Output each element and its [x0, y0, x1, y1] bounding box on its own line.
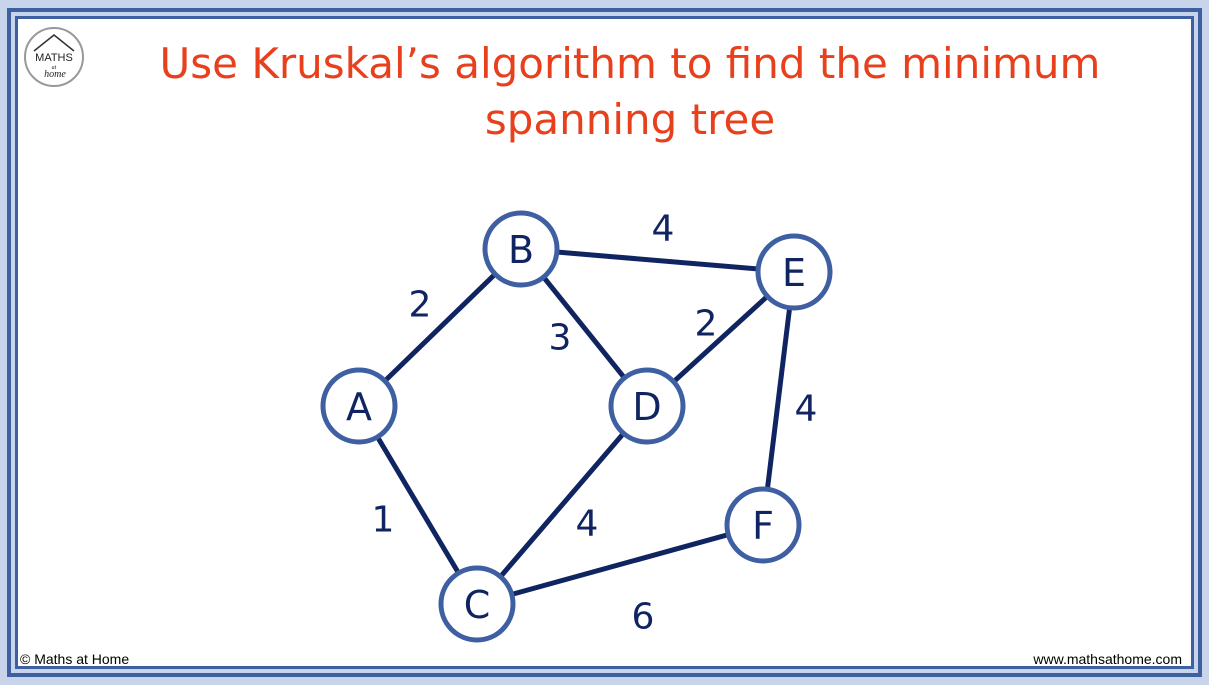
website-url: www.mathsathome.com — [1033, 651, 1182, 667]
node-label-f: F — [752, 504, 774, 548]
node-label-c: C — [464, 583, 491, 627]
node-b: B — [482, 210, 560, 288]
node-circle-c — [438, 565, 516, 643]
edge-weight-b-e: 4 — [652, 209, 675, 250]
node-label-e: E — [782, 251, 806, 295]
page-title: Use Kruskal’s algorithm to find the mini… — [159, 39, 1101, 144]
node-circle-e — [755, 233, 833, 311]
logo-text-at: at — [52, 65, 57, 71]
edge-c-d — [475, 404, 649, 606]
edge-weight-c-f: 6 — [632, 597, 655, 638]
node-label-b: B — [508, 228, 534, 272]
edge-weight-a-b: 2 — [409, 285, 432, 326]
edge-weight-a-c: 1 — [372, 500, 395, 541]
node-circle-a — [320, 367, 398, 445]
edge-b-e — [520, 246, 795, 275]
edge-weight-d-e: 2 — [695, 304, 718, 345]
edge-weight-e-f: 4 — [795, 389, 818, 430]
edge-e-f — [760, 271, 797, 526]
copyright-text: © Maths at Home — [20, 651, 130, 667]
node-circle-d — [608, 367, 686, 445]
logo-text-home: home — [44, 69, 66, 80]
node-circle-f — [724, 486, 802, 564]
edge-c-f — [476, 522, 764, 607]
node-e: E — [755, 233, 833, 311]
maths-at-home-logo: MATHS at home — [24, 27, 84, 87]
node-circle-b — [482, 210, 560, 288]
node-d: D — [608, 367, 686, 445]
node-label-a: A — [346, 385, 372, 429]
node-f: F — [724, 486, 802, 564]
logo-text-maths: MATHS — [35, 52, 73, 64]
edge-weight-c-d: 4 — [576, 504, 599, 545]
node-c: C — [438, 565, 516, 643]
edge-weight-b-d: 3 — [549, 318, 572, 359]
slide-canvas — [15, 16, 1194, 669]
node-label-d: D — [632, 385, 661, 429]
node-a: A — [320, 367, 398, 445]
